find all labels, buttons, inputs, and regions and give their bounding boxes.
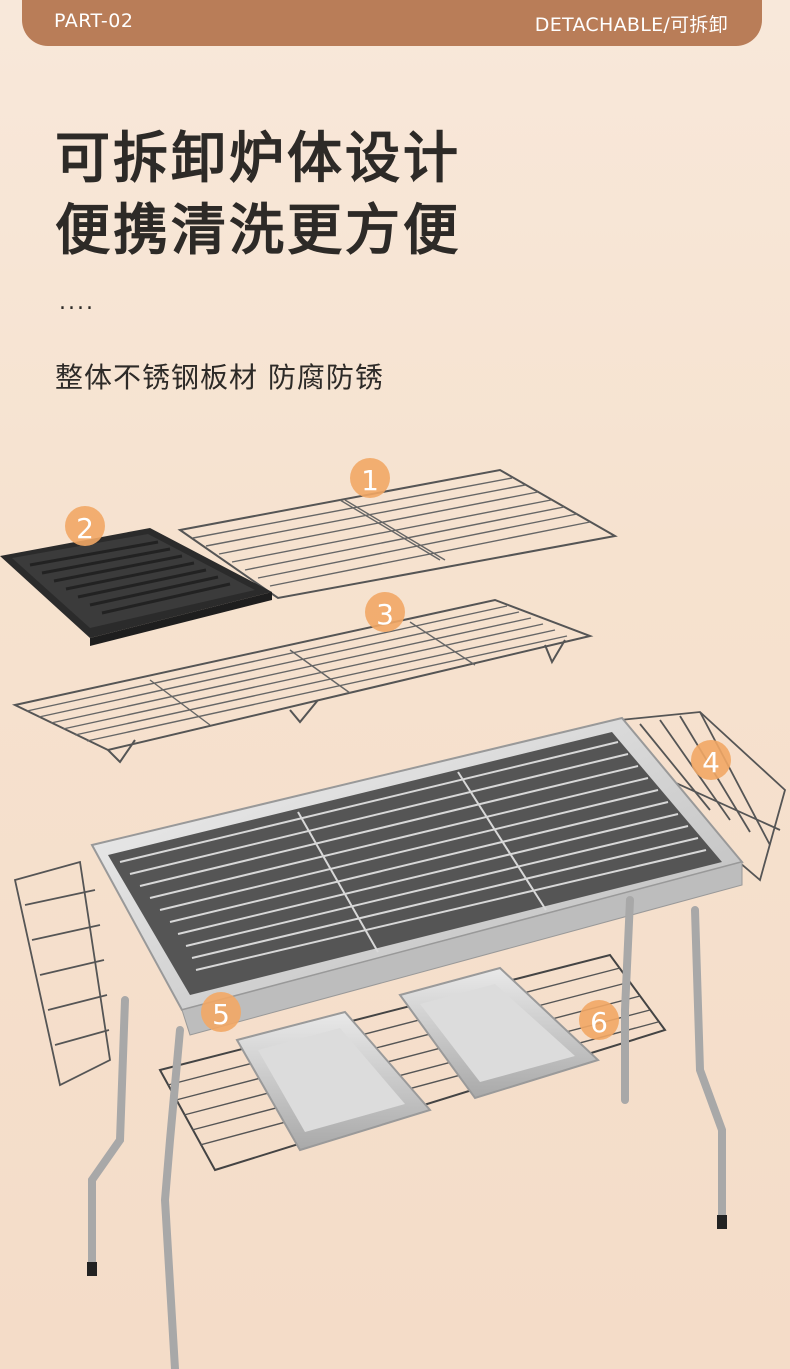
- leg-feet: [87, 1215, 727, 1276]
- part-label: PART-02: [54, 10, 134, 32]
- side-basket-left: [13, 860, 111, 1087]
- grill-body: [90, 716, 744, 1036]
- part-badge-3: 3: [365, 592, 405, 632]
- detachable-tag: DETACHABLE/可拆卸: [534, 14, 728, 36]
- headline-line-1: 可拆卸炉体设计: [55, 126, 462, 190]
- mesh-grill-flat: [177, 468, 618, 600]
- svg-text:2: 2: [76, 512, 94, 545]
- svg-text:4: 4: [702, 746, 720, 779]
- svg-text:6: 6: [590, 1006, 608, 1039]
- part-badge-6: 6: [579, 1000, 619, 1040]
- part-badge-2: 2: [65, 506, 105, 546]
- grill-parts-illustration: 1 2 3 4 5 6: [0, 458, 787, 1369]
- stainless-trays: [235, 966, 600, 1152]
- part-badge-5: 5: [201, 992, 241, 1032]
- headline: 可拆卸炉体设计 便携清洗更方便: [55, 122, 461, 266]
- material-subtitle: 整体不锈钢板材 防腐防锈: [55, 361, 384, 394]
- svg-text:3: 3: [376, 598, 394, 631]
- svg-text:1: 1: [361, 464, 379, 497]
- ellipsis-divider: ....: [59, 290, 95, 315]
- baking-tray: [0, 528, 272, 646]
- mesh-grill-with-legs: [11, 598, 594, 764]
- top-banner: PART-02 DETACHABLE/可拆卸: [22, 0, 762, 46]
- headline-line-2: 便携清洗更方便: [55, 198, 462, 262]
- part-badge-4: 4: [691, 740, 731, 780]
- svg-text:5: 5: [212, 998, 230, 1031]
- part-badge-1: 1: [350, 458, 390, 498]
- grill-legs: [88, 896, 726, 1369]
